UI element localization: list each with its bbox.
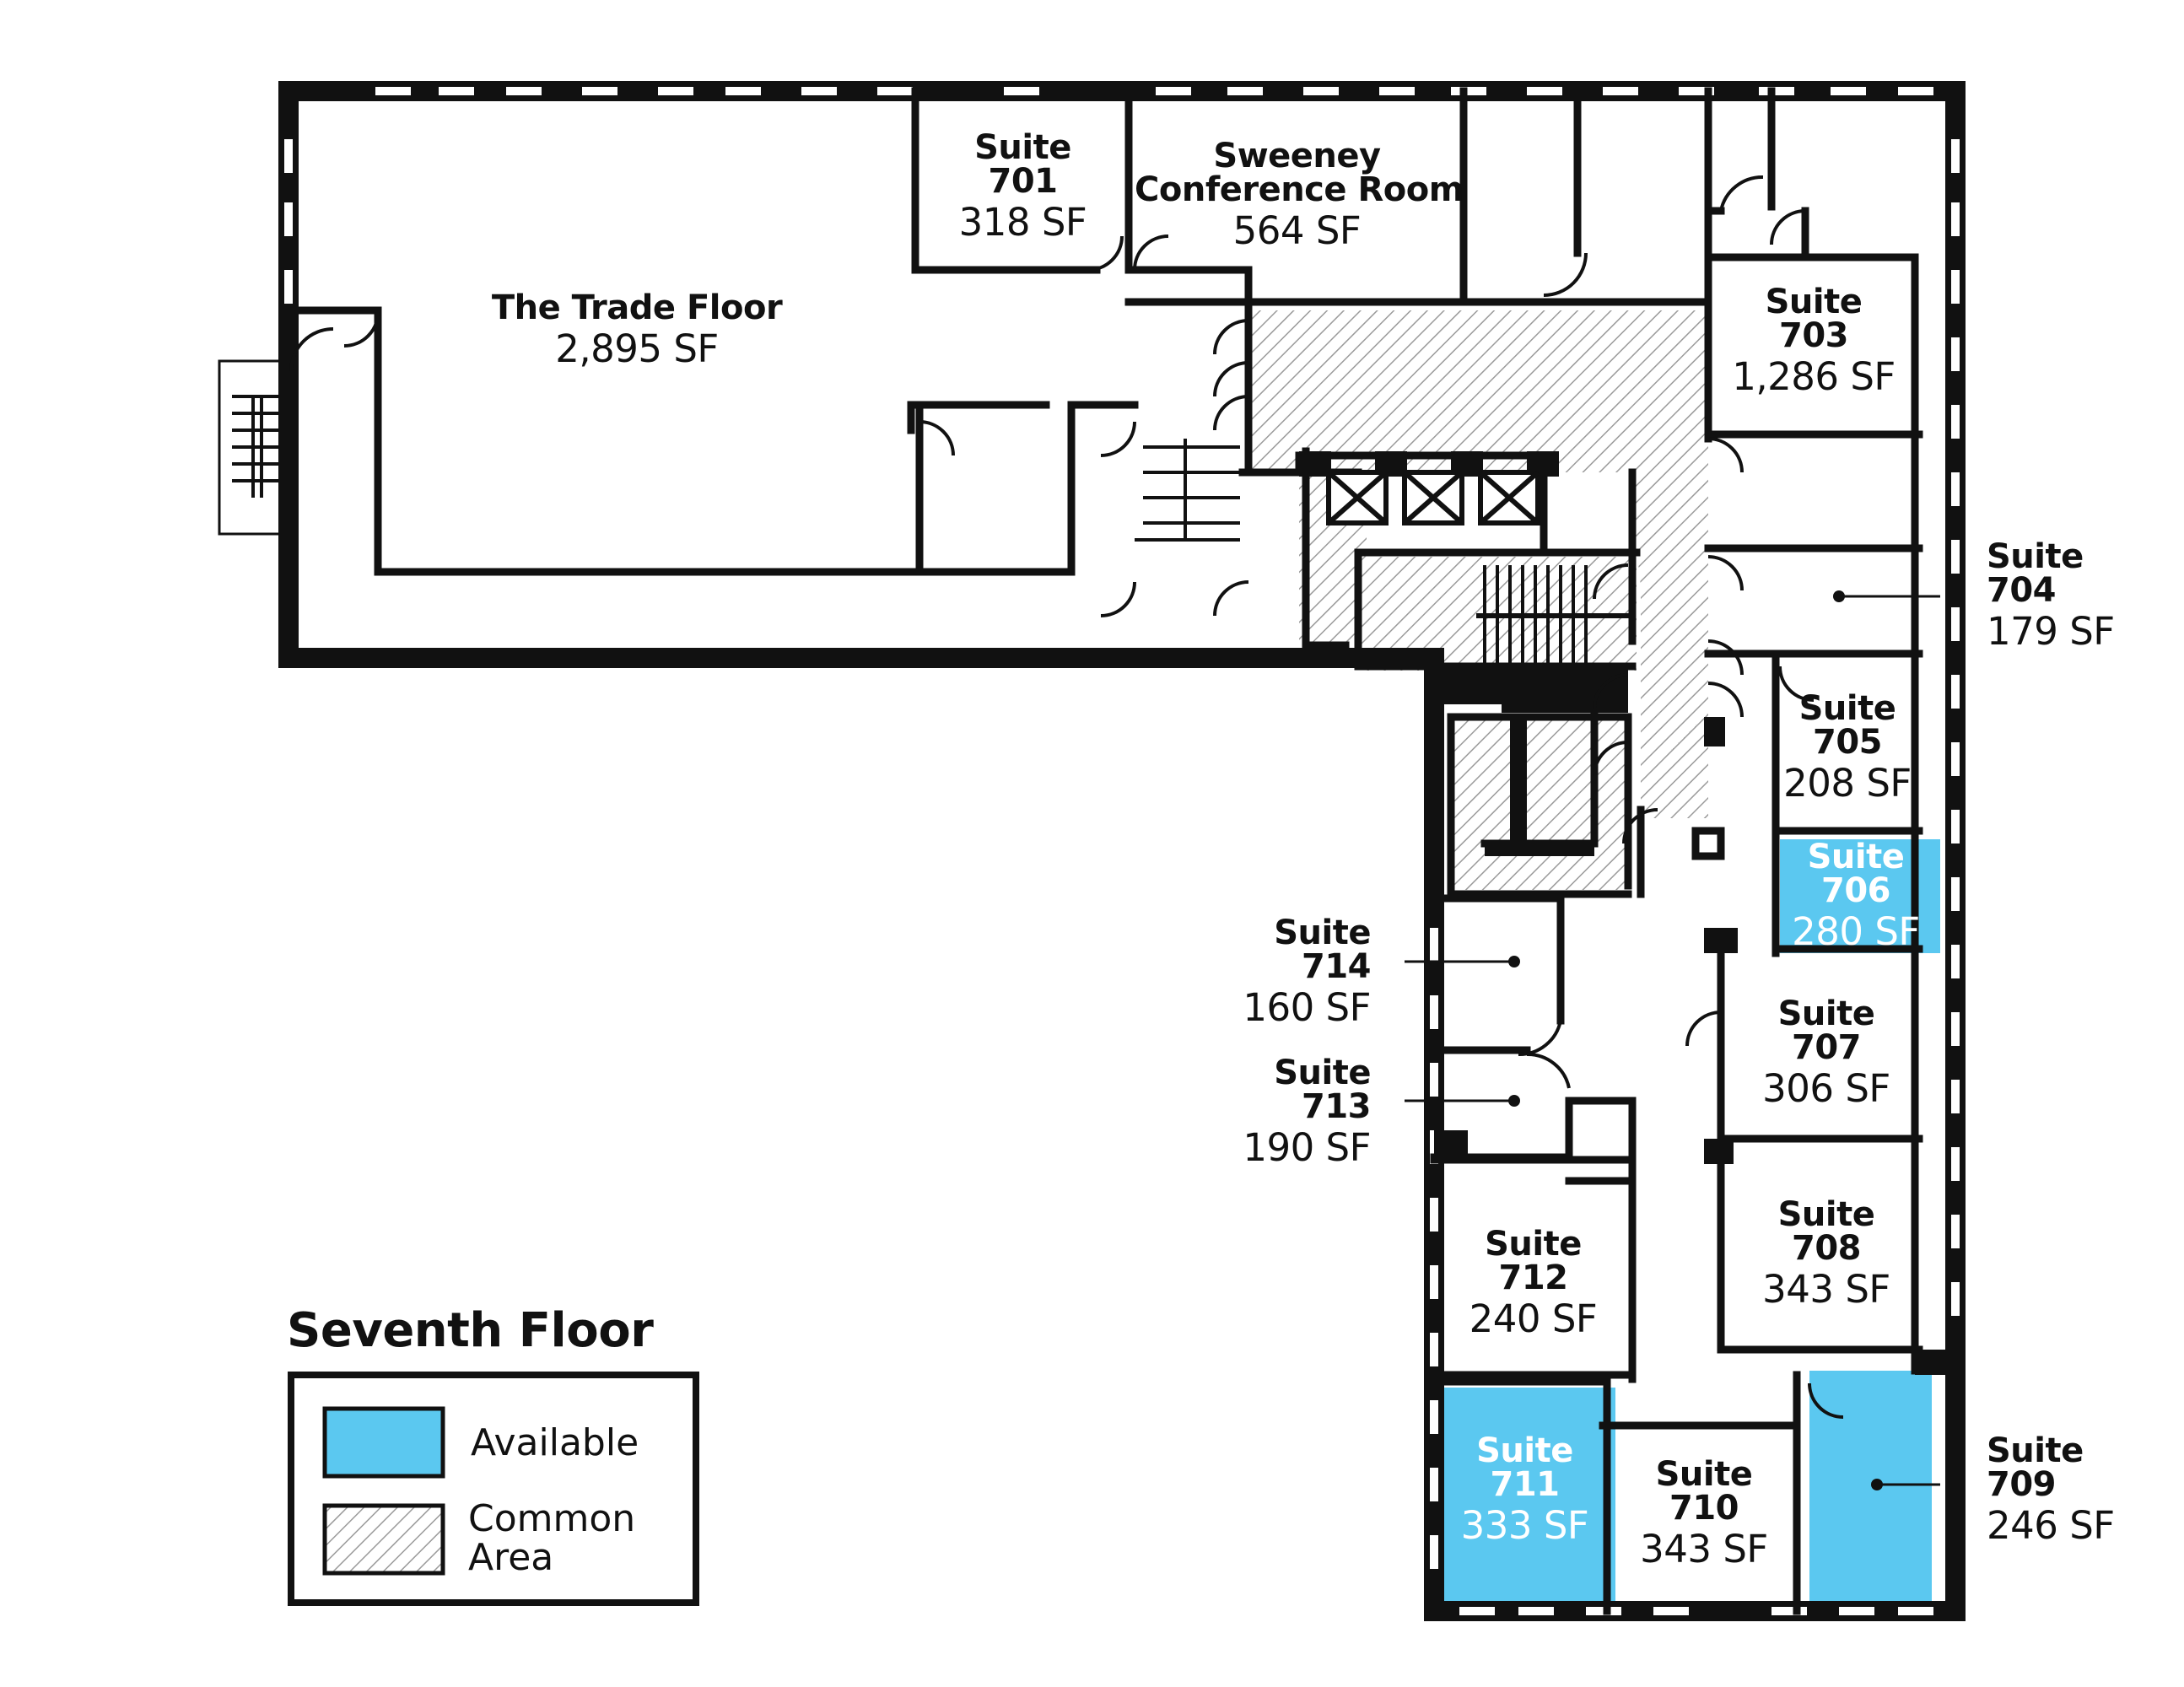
windows bbox=[284, 87, 1960, 1615]
suite-704-word: Suite bbox=[1987, 537, 2084, 576]
legend-common-line1: Common bbox=[468, 1497, 636, 1540]
suite-712-area: 240 SF bbox=[1469, 1296, 1598, 1341]
suite-706-number: 706 bbox=[1821, 871, 1891, 910]
legend-common-label: Common Area bbox=[468, 1497, 636, 1580]
structural-blocks bbox=[1299, 451, 1957, 1375]
suite-709-area: 246 SF bbox=[1987, 1503, 2115, 1548]
legend-common-line2: Area bbox=[468, 1536, 554, 1580]
suite-701-area: 318 SF bbox=[958, 200, 1087, 245]
suite-707-label[interactable]: Suite 707 306 SF bbox=[1738, 997, 1915, 1108]
stairs bbox=[218, 359, 1632, 666]
suite-708-label[interactable]: Suite 708 343 SF bbox=[1738, 1198, 1915, 1308]
interior-walls bbox=[287, 87, 1923, 1615]
sweeney-label[interactable]: Sweeney Conference Room 564 SF bbox=[1135, 137, 1464, 253]
exterior-walls bbox=[278, 81, 1966, 1621]
sweeney-name: Sweeney bbox=[1213, 137, 1381, 175]
suite-713-word: Suite bbox=[1274, 1054, 1371, 1092]
available-suites bbox=[1434, 839, 1940, 1611]
suite-712-number: 712 bbox=[1498, 1259, 1569, 1297]
suite-709-word: Suite bbox=[1987, 1431, 2084, 1470]
sweeney-subname: Conference Room bbox=[1135, 170, 1464, 209]
suite-712-word: Suite bbox=[1485, 1225, 1582, 1264]
legend-available-label: Available bbox=[471, 1421, 639, 1464]
legend-title: Seventh Floor bbox=[287, 1303, 654, 1358]
leader-lines bbox=[1405, 595, 1940, 1486]
suite-703-word: Suite bbox=[1765, 283, 1863, 321]
legend-common-swatch bbox=[322, 1503, 445, 1576]
suite-710-area: 343 SF bbox=[1640, 1527, 1768, 1571]
suite-714-number: 714 bbox=[1302, 947, 1372, 986]
legend-available-swatch bbox=[322, 1406, 445, 1479]
suite-705-number: 705 bbox=[1813, 723, 1883, 762]
suite-706-word: Suite bbox=[1807, 838, 1905, 876]
suite-701-number: 701 bbox=[988, 162, 1059, 201]
sweeney-area: 564 SF bbox=[1232, 208, 1362, 253]
trade-floor-label[interactable]: The Trade Floor 2,895 SF bbox=[447, 291, 827, 368]
suite-704-label[interactable]: Suite 704 179 SF bbox=[1987, 540, 2115, 650]
suite-705-word: Suite bbox=[1798, 689, 1896, 728]
suite-707-word: Suite bbox=[1777, 994, 1875, 1033]
suite-711-label[interactable]: Suite 711 333 SF bbox=[1434, 1434, 1615, 1544]
suite-711-area: 333 SF bbox=[1460, 1503, 1589, 1548]
suite-703-number: 703 bbox=[1779, 316, 1849, 355]
suite-711-number: 711 bbox=[1490, 1465, 1561, 1504]
suite-701-word: Suite bbox=[974, 128, 1071, 167]
suite-707-number: 707 bbox=[1792, 1028, 1862, 1067]
door-swings bbox=[289, 175, 1844, 1419]
suite-713-area: 190 SF bbox=[1243, 1125, 1371, 1170]
common-area bbox=[1248, 310, 1708, 890]
suite-708-word: Suite bbox=[1777, 1195, 1875, 1234]
suite-710-label[interactable]: Suite 710 343 SF bbox=[1611, 1458, 1797, 1568]
legend-box bbox=[288, 1372, 699, 1606]
suite-714-word: Suite bbox=[1274, 914, 1371, 952]
suite-710-number: 710 bbox=[1669, 1489, 1739, 1528]
suite-704-number: 704 bbox=[1987, 571, 2056, 610]
suite-709-fill[interactable] bbox=[1809, 1371, 1932, 1611]
trade-floor-name: The Trade Floor bbox=[491, 288, 783, 327]
suite-708-area: 343 SF bbox=[1762, 1267, 1890, 1312]
suite-713-label[interactable]: Suite 713 190 SF bbox=[1198, 1056, 1371, 1167]
suite-714-area: 160 SF bbox=[1243, 985, 1371, 1030]
leader-dots bbox=[1508, 590, 1883, 1490]
suite-705-area: 208 SF bbox=[1783, 761, 1912, 806]
trade-floor-area: 2,895 SF bbox=[555, 326, 719, 371]
suite-701-label[interactable]: Suite 701 318 SF bbox=[928, 131, 1118, 241]
suite-709-label[interactable]: Suite 709 246 SF bbox=[1987, 1434, 2115, 1544]
suite-710-word: Suite bbox=[1655, 1455, 1753, 1494]
suite-711-fill[interactable] bbox=[1434, 1388, 1615, 1611]
suite-703-label[interactable]: Suite 703 1,286 SF bbox=[1717, 285, 1911, 396]
suite-707-area: 306 SF bbox=[1762, 1066, 1890, 1111]
suite-706-area: 280 SF bbox=[1792, 909, 1920, 954]
suite-705-label[interactable]: Suite 705 208 SF bbox=[1776, 692, 1919, 802]
suite-706-label[interactable]: Suite 706 280 SF bbox=[1776, 840, 1936, 951]
suite-712-label[interactable]: Suite 712 240 SF bbox=[1438, 1227, 1628, 1338]
suite-703-area: 1,286 SF bbox=[1732, 354, 1895, 399]
suite-713-number: 713 bbox=[1302, 1087, 1372, 1126]
suite-714-label[interactable]: Suite 714 160 SF bbox=[1198, 916, 1371, 1027]
suite-704-area: 179 SF bbox=[1987, 609, 2115, 654]
elevators bbox=[1326, 470, 1540, 526]
suite-711-word: Suite bbox=[1476, 1431, 1573, 1470]
suite-709-number: 709 bbox=[1987, 1465, 2056, 1504]
suite-708-number: 708 bbox=[1792, 1229, 1862, 1268]
